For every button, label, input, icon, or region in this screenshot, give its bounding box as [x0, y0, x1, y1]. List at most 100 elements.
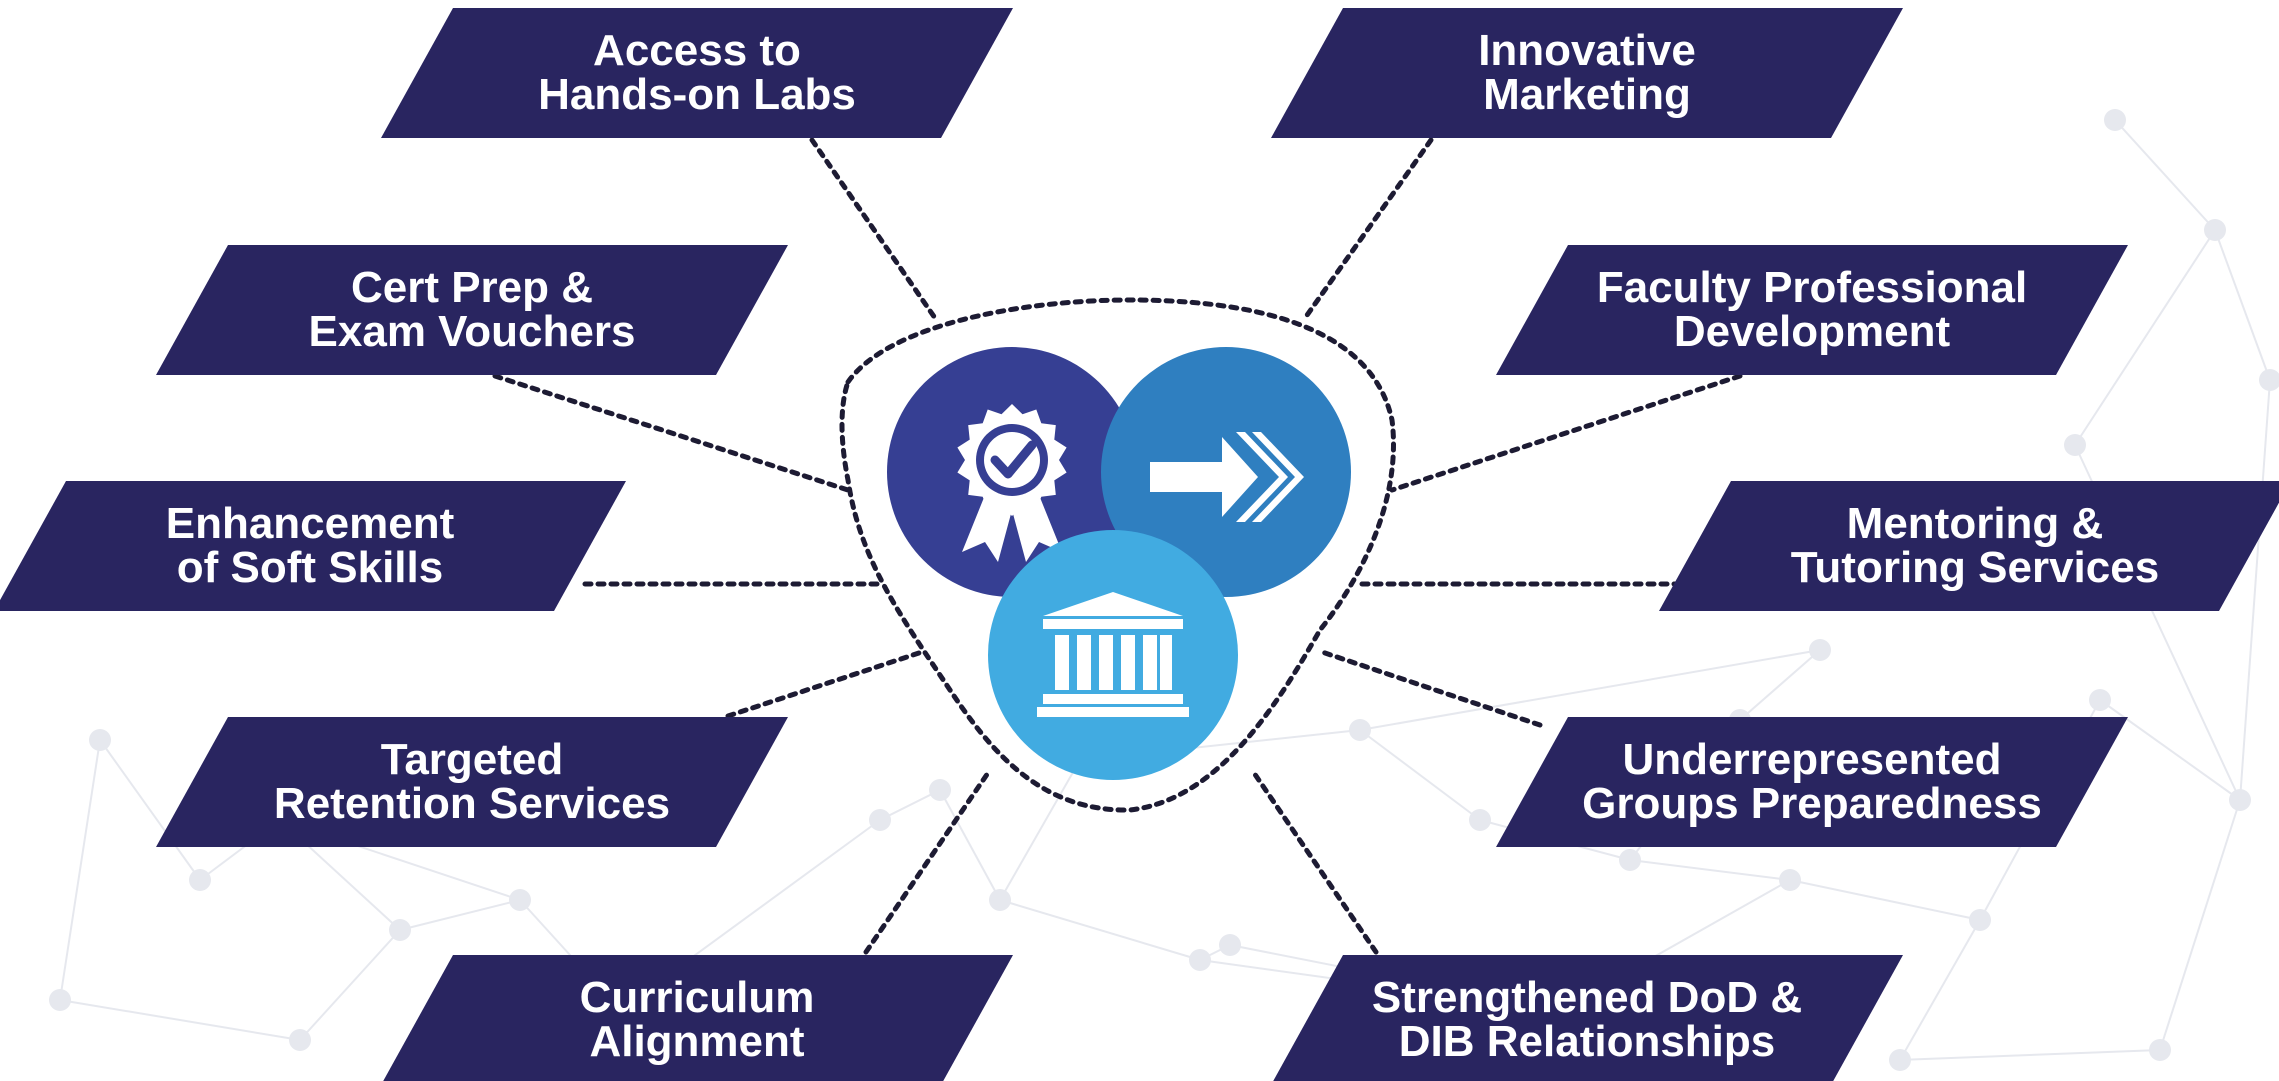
forward-arrow-icon	[1150, 432, 1304, 522]
hub-circles	[887, 347, 1351, 780]
connector-marketing	[1302, 137, 1434, 321]
network-node	[1349, 719, 1371, 741]
network-node	[989, 889, 1011, 911]
network-node	[289, 1029, 311, 1051]
network-edge	[1899, 1049, 2161, 1061]
banner-label-line: of Soft Skills	[177, 543, 443, 592]
banner-label-line: Strengthened DoD &	[1372, 973, 1802, 1022]
banner-shape	[383, 955, 1013, 1081]
banner-cert-prep: Cert Prep &Exam Vouchers	[156, 245, 788, 375]
network-node	[1969, 909, 1991, 931]
banner-mentoring: Mentoring &Tutoring Services	[1659, 481, 2279, 611]
network-node	[929, 779, 951, 801]
institution-circle	[988, 530, 1238, 780]
banner-shape	[156, 245, 788, 375]
network-node	[869, 809, 891, 831]
banner-shape	[0, 481, 626, 611]
banner-label-line: Curriculum	[580, 973, 815, 1022]
hub-dotted-outline	[839, 297, 1396, 813]
network-edge	[2114, 119, 2216, 231]
network-edge	[2074, 229, 2216, 446]
connector-hands-on-labs	[809, 137, 938, 321]
network-node	[2229, 789, 2251, 811]
network-node	[1469, 809, 1491, 831]
banner-shape	[1659, 481, 2279, 611]
network-edge	[1359, 649, 1821, 731]
network-node	[1189, 949, 1211, 971]
connector-retention	[725, 649, 925, 719]
network-edge	[2214, 229, 2271, 381]
banner-dod-dib: Strengthened DoD &DIB Relationships	[1273, 955, 1903, 1081]
network-node	[1889, 1049, 1911, 1071]
network-node	[2104, 109, 2126, 131]
banner-shape	[1496, 717, 2128, 847]
banner-label-line: Hands-on Labs	[538, 70, 856, 119]
connector-cert-prep	[492, 373, 851, 493]
banner-label-line: Cert Prep &	[351, 263, 593, 312]
banner-shape	[1273, 955, 1903, 1081]
banner-shape	[381, 8, 1013, 138]
network-edge	[1739, 649, 1821, 721]
network-node	[2089, 689, 2111, 711]
network-edge	[399, 899, 521, 931]
banner-label-line: Groups Preparedness	[1582, 779, 2042, 828]
banner-shape	[1271, 8, 1903, 138]
banner-label-line: Retention Services	[274, 779, 670, 828]
banner-label: Cert Prep &Exam Vouchers	[309, 263, 636, 356]
network-node	[1619, 849, 1641, 871]
network-edge	[1899, 919, 1981, 1061]
banner-label-line: Access to	[593, 26, 801, 75]
network-edge	[1359, 729, 1481, 821]
banner-label-line: Faculty Professional	[1597, 263, 2027, 312]
network-node	[2259, 369, 2279, 391]
network-node	[1779, 869, 1801, 891]
network-edge	[299, 929, 401, 1041]
connector-faculty	[1389, 373, 1743, 493]
network-edge	[2099, 699, 2241, 801]
connector-dod-dib	[1249, 767, 1379, 955]
banner-label-line: Targeted	[381, 735, 564, 784]
connector-lines	[492, 137, 1743, 955]
network-node	[1219, 934, 1241, 956]
banner-label-line: DIB Relationships	[1399, 1017, 1776, 1066]
network-edge	[999, 899, 1201, 961]
network-node	[49, 989, 71, 1011]
banner-label-line: Exam Vouchers	[309, 307, 636, 356]
arrow-circle	[1101, 347, 1351, 597]
banner-label-line: Mentoring &	[1847, 499, 2104, 548]
network-node	[89, 729, 111, 751]
network-node	[1809, 639, 1831, 661]
institution-building-icon	[1037, 592, 1189, 717]
network-node	[509, 889, 531, 911]
network-node	[2149, 1039, 2171, 1061]
banner-label-line: Development	[1674, 307, 1951, 356]
banner-label-line: Marketing	[1483, 70, 1691, 119]
banner-shape	[156, 717, 788, 847]
network-edge	[1629, 859, 1791, 881]
award-circle	[887, 347, 1137, 597]
network-node	[189, 869, 211, 891]
network-node	[2204, 219, 2226, 241]
network-edge	[879, 789, 941, 821]
banner-label-line: Innovative	[1478, 26, 1696, 75]
network-edge	[1789, 879, 1981, 921]
network-edge	[59, 999, 301, 1041]
network-edge	[999, 759, 1081, 901]
banner-label-line: Tutoring Services	[1791, 543, 2159, 592]
banner-shape	[1496, 245, 2128, 375]
banner-label: Strengthened DoD &DIB Relationships	[1372, 973, 1802, 1066]
background-network-pattern	[49, 109, 2279, 1071]
